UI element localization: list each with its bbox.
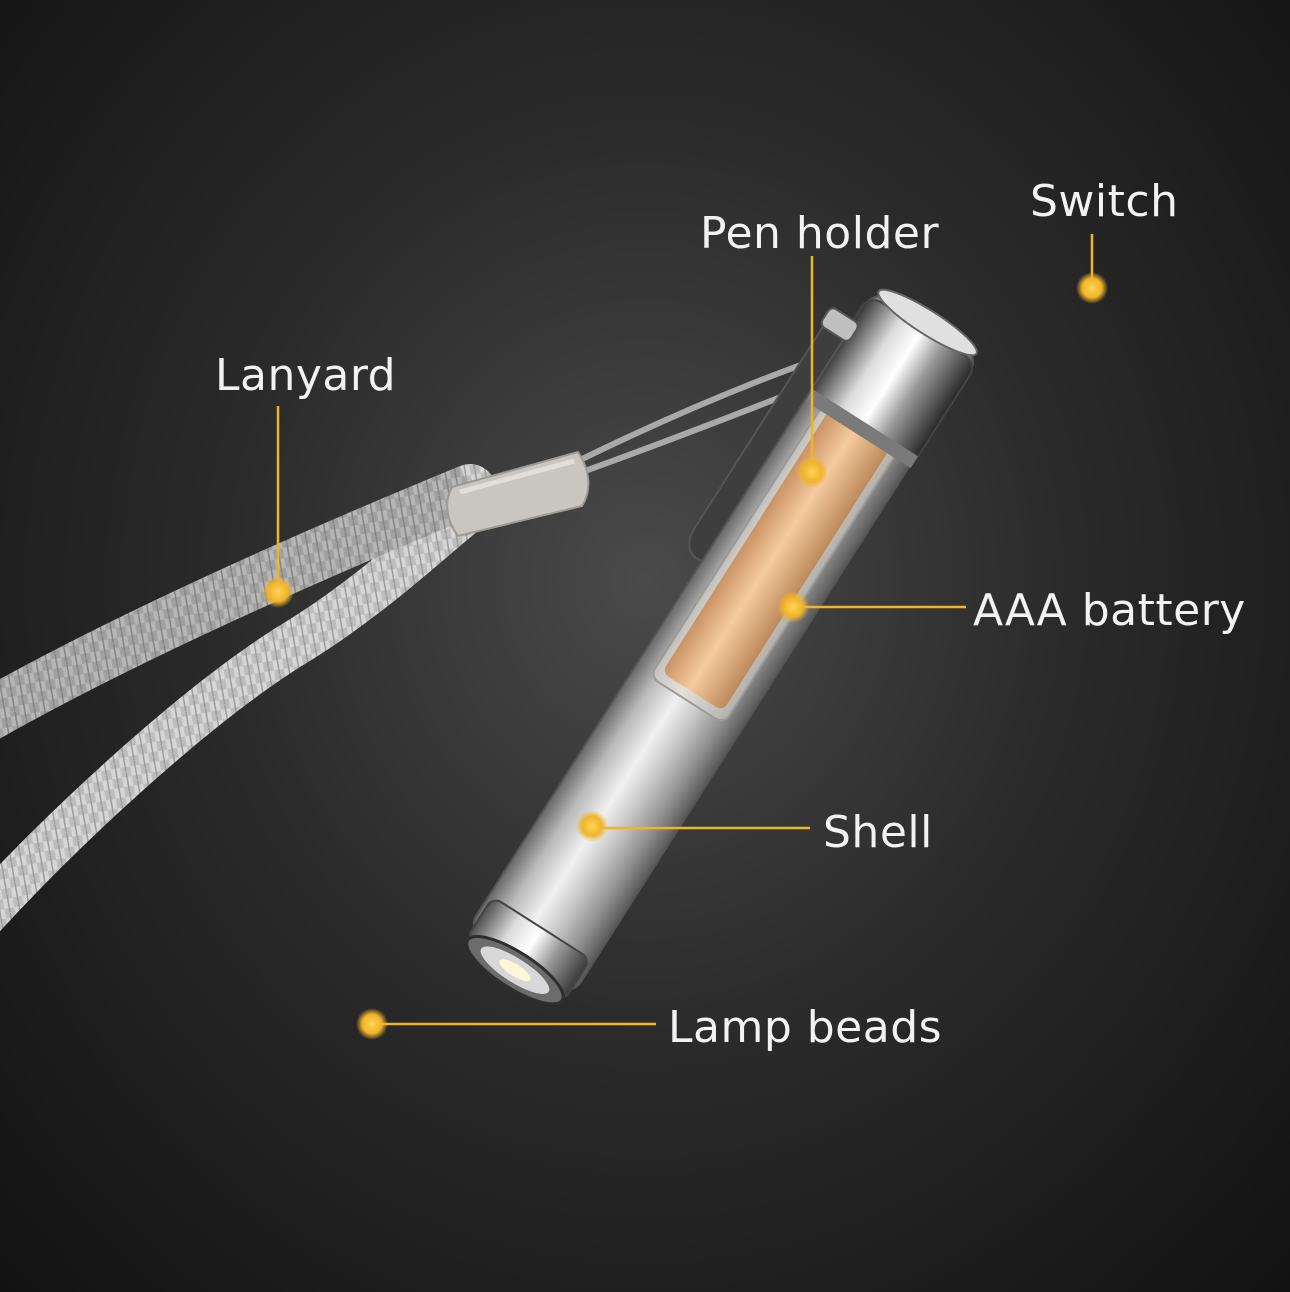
shell-label: Shell xyxy=(823,807,933,858)
lamp-beads-label: Lamp beads xyxy=(668,1002,943,1053)
lanyard-label: Lanyard xyxy=(215,350,397,401)
pen-clip-shape xyxy=(688,315,851,562)
aaa-battery-dot xyxy=(777,591,809,623)
switch-label: Switch xyxy=(1030,176,1179,227)
battery-shape xyxy=(664,405,892,709)
callout-dots xyxy=(262,272,1108,1040)
lanyard-dot xyxy=(262,576,294,608)
switch-dot xyxy=(1076,272,1108,304)
lamp-bead-shape xyxy=(499,959,531,982)
lanyard-slider xyxy=(446,450,590,538)
pen-holder-dot xyxy=(796,456,828,488)
shell-dot xyxy=(576,810,608,842)
aaa-battery-label: AAA battery xyxy=(973,585,1246,636)
switch-shape xyxy=(877,288,978,357)
lamp-beads-dot xyxy=(356,1008,388,1040)
callout-lines xyxy=(276,234,1094,1026)
pen-holder-label: Pen holder xyxy=(700,208,940,259)
lanyard-strap xyxy=(0,464,503,932)
penlight-body xyxy=(465,288,978,1006)
